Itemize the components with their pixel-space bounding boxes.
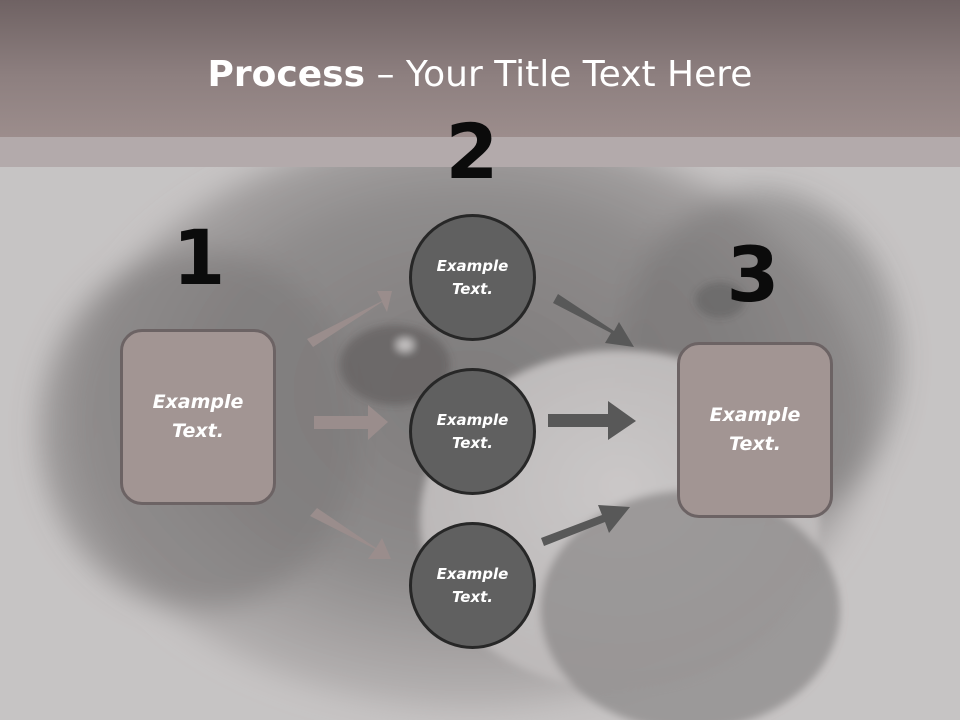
circle-3-text: Example Text. (436, 564, 509, 606)
circle-2: Example Text. (409, 368, 536, 495)
arrow-from-circle-1 (553, 294, 634, 347)
circle-1-text: Example Text. (436, 256, 509, 298)
step-number-1: 1 (172, 213, 226, 302)
circle-3: Example Text. (409, 522, 536, 649)
slide-title: Process – Your Title Text Here (0, 52, 960, 98)
arrow-from-circle-2 (548, 401, 636, 440)
title-rest: – Your Title Text Here (365, 54, 753, 95)
title-band (0, 137, 960, 167)
step-number-2: 2 (445, 107, 499, 196)
arrow-to-circle-3 (310, 508, 391, 559)
output-box: Example Text. (677, 342, 833, 518)
input-box-text: Example Text. (152, 391, 244, 442)
circle-1: Example Text. (409, 214, 536, 341)
title-bar (0, 0, 960, 137)
input-box: Example Text. (120, 329, 276, 505)
circle-2-text: Example Text. (436, 410, 509, 452)
title-strong: Process (207, 54, 366, 95)
arrow-from-circle-3 (541, 505, 630, 546)
arrow-to-circle-1 (307, 291, 392, 347)
output-box-text: Example Text. (709, 404, 801, 455)
step-number-3: 3 (726, 230, 780, 319)
arrow-to-circle-2 (314, 405, 388, 440)
